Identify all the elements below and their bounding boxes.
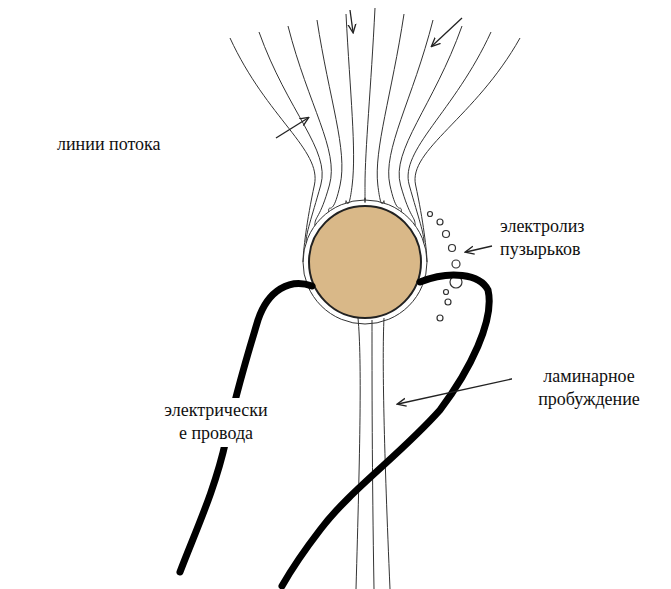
annotation-label: электрически е провода	[158, 398, 274, 447]
annotation-label: электролиз пузырьков	[498, 214, 642, 263]
laminar-wake	[356, 318, 390, 589]
annotation-label: ламинарное пробуждение	[512, 364, 666, 413]
bubbles	[428, 212, 463, 322]
leader-arrows	[276, 10, 516, 404]
sphere	[309, 206, 421, 318]
annotation-label: линии потока	[55, 132, 163, 157]
boundary-layer	[303, 200, 427, 324]
